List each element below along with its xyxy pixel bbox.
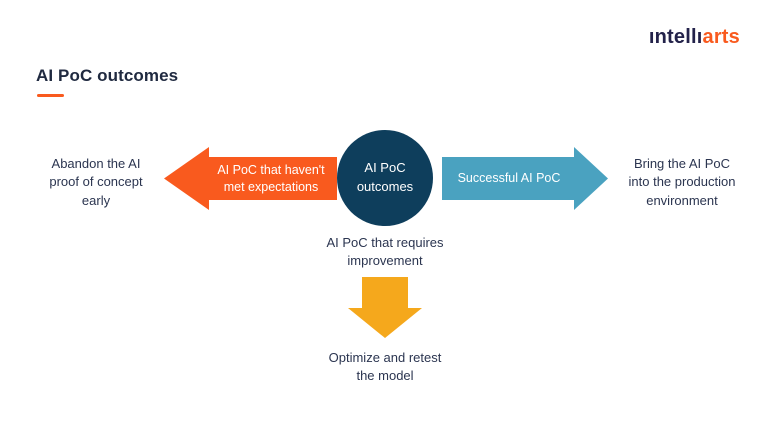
right-outcome-text: Bring the AI PoC into the production env… [628, 156, 736, 208]
center-node: AI PoC outcomes [337, 130, 433, 226]
logo-text-primary: ıntellı [648, 26, 703, 48]
down-arrow [348, 277, 422, 338]
left-arrow-icon [164, 147, 337, 210]
right-arrow: Successful AI PoC [442, 147, 608, 210]
down-arrow-shape [348, 277, 422, 338]
title-underline [37, 94, 64, 97]
right-arrow-icon [442, 147, 608, 210]
page-title: AI PoC outcomes [36, 66, 179, 85]
bottom-branch-label: AI PoC that requires improvement [326, 235, 444, 269]
center-node-label: AI PoC outcomes [356, 160, 414, 194]
intelliarts-logo: ıntellıarts [649, 26, 740, 49]
left-arrow: AI PoC that haven't met expectations [164, 147, 337, 210]
left-arrow-label: AI PoC that haven't met expectations [217, 162, 325, 194]
left-outcome-text: Abandon the AI proof of concept early [49, 156, 143, 208]
down-arrow-icon [348, 277, 422, 338]
bottom-outcome-text: Optimize and retest the model [328, 350, 442, 384]
left-arrow-shape [164, 147, 337, 210]
right-arrow-shape [442, 147, 608, 210]
right-arrow-label: Successful AI PoC [457, 171, 561, 186]
logo-text-accent: arts [702, 26, 740, 48]
